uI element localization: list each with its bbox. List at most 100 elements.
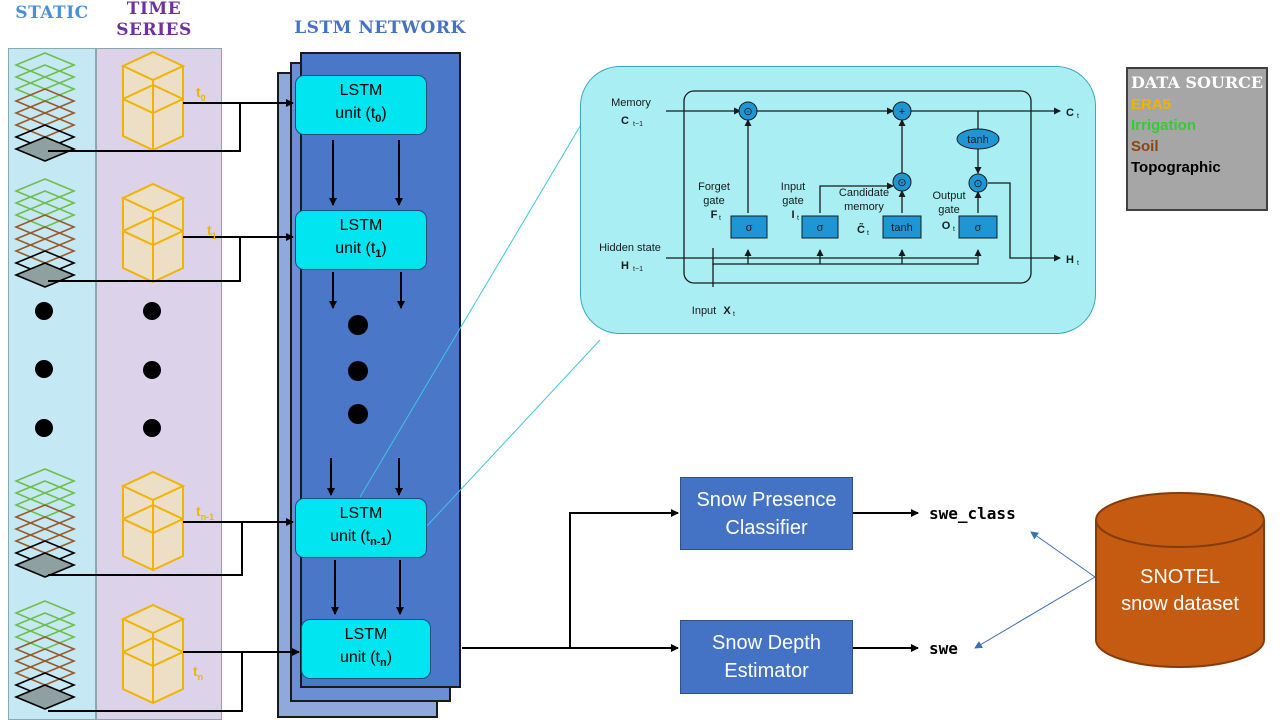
time-label-t0: t0 xyxy=(196,84,206,103)
recurrent-arrows xyxy=(327,140,405,615)
snotel-line-2: snow dataset xyxy=(1121,593,1239,615)
static-stack xyxy=(13,178,77,288)
lstm-unit-time-text: unit (t xyxy=(335,239,376,257)
cube-edge xyxy=(122,636,184,653)
static-layer xyxy=(13,202,77,228)
time-series-header: TIME SERIES xyxy=(100,0,208,41)
time-label-base: t xyxy=(196,84,201,100)
static-layer xyxy=(13,516,77,542)
forget-gate-symbol: F xyxy=(711,209,718,221)
static-layer xyxy=(13,178,77,204)
time-series-cube xyxy=(120,182,186,284)
static-layer xyxy=(13,226,77,252)
output-gate-label-1: Output xyxy=(932,190,965,202)
cube-edge xyxy=(122,503,184,520)
op-times-forget: ⊙ xyxy=(743,106,752,118)
lstm-unit-title: LSTM xyxy=(339,81,383,99)
lstm-unit-t0: LSTM unit (t0) xyxy=(295,75,427,135)
static-layer xyxy=(13,648,77,674)
lstm-unit-time-sub: 1 xyxy=(375,248,382,261)
output-connectors xyxy=(462,509,919,652)
time-series-cube xyxy=(120,50,186,152)
swe-output: swe xyxy=(929,639,958,658)
lstm-unit-time-sub: n-1 xyxy=(370,536,387,549)
static-layer xyxy=(13,600,77,626)
lstm-unit-time-text: unit (t xyxy=(335,104,376,122)
snotel-line-1: SNOTEL xyxy=(1139,566,1221,588)
snow-presence-classifier: Snow Presence Classifier xyxy=(680,477,853,550)
static-stack xyxy=(13,468,77,578)
candidate-label-1: Candidate xyxy=(839,187,889,199)
legend-item-soil: Soil xyxy=(1131,138,1159,155)
input-gate-symbol: I xyxy=(791,209,794,221)
static-layer xyxy=(13,492,77,518)
static-layer xyxy=(13,624,77,650)
time-label-sub: 1 xyxy=(211,230,217,241)
tanh-output: tanh xyxy=(967,134,988,146)
lstm-unit-time-close: ) xyxy=(386,648,393,666)
zoom-lines xyxy=(359,95,601,529)
hidden-sub: t−1 xyxy=(633,266,643,273)
snow-depth-estimator: Snow Depth Estimator xyxy=(680,620,853,694)
lstm-unit-time-text: unit (t xyxy=(339,648,380,666)
time-label-tn-1: tn-1 xyxy=(196,503,214,522)
lstm-unit-tn-1: LSTM unit (tn-1) xyxy=(295,498,427,558)
snotel-label: SNOTEL snow dataset xyxy=(1096,564,1264,618)
estimator-line-1: Snow Depth xyxy=(712,632,821,654)
static-layer xyxy=(13,660,77,686)
snotel-cylinder xyxy=(1095,492,1265,668)
ellipsis-dots xyxy=(35,302,368,437)
lstm-cell-diagram: ⊙ + ⊙ ⊙ σ σ tanh σ tanh Memory C t−1 Hid… xyxy=(599,90,1079,318)
cube-edge xyxy=(122,215,184,232)
lstm-unit-title: LSTM xyxy=(344,625,388,643)
time-series-cubes xyxy=(120,50,186,705)
data-source-legend: DATA SOURCE ERA5 Irrigation Soil Topogra… xyxy=(1126,67,1268,211)
input-connectors xyxy=(48,99,300,712)
static-layer xyxy=(13,214,77,240)
forget-gate-label-1: Forget xyxy=(698,181,730,193)
classifier-line-1: Snow Presence xyxy=(696,488,837,511)
cube-edge xyxy=(122,518,184,535)
cube-edge xyxy=(122,98,184,115)
static-layer xyxy=(13,552,77,578)
candidate-sub: t xyxy=(867,230,869,237)
input-label: Input xyxy=(692,305,716,317)
time-label-sub: n xyxy=(197,671,204,682)
out-h-sub: t xyxy=(1077,260,1079,267)
memory-label: Memory xyxy=(611,97,651,109)
cube-edge xyxy=(122,651,184,668)
static-layer xyxy=(13,480,77,506)
input-gate-label-1: Input xyxy=(781,181,805,193)
tanh-candidate: tanh xyxy=(891,222,912,234)
classifier-line-2: Classifier xyxy=(725,516,808,539)
lstm-unit-tn: LSTM unit (tn) xyxy=(301,619,431,679)
lstm-unit-time: unit (tn) xyxy=(302,646,430,675)
static-stack xyxy=(13,600,77,710)
static-layer xyxy=(13,76,77,102)
lstm-unit-title: LSTM xyxy=(339,504,383,522)
static-layer xyxy=(13,504,77,530)
lstm-unit-title: LSTM xyxy=(339,216,383,234)
op-plus: + xyxy=(899,106,905,118)
input-gate-sub: t xyxy=(797,215,799,222)
forget-gate-sub: t xyxy=(719,215,721,222)
static-layer xyxy=(13,238,77,264)
static-layer xyxy=(13,100,77,126)
time-series-cube xyxy=(120,603,186,705)
static-header: STATIC xyxy=(15,3,89,23)
candidate-symbol: C̃ xyxy=(857,223,865,236)
cube-edge xyxy=(122,83,184,100)
time-label-base: t xyxy=(193,663,198,679)
forget-gate-label-2: gate xyxy=(703,195,724,207)
static-layer xyxy=(13,636,77,662)
legend-item-era5: ERA5 xyxy=(1131,96,1172,113)
sigma-output: σ xyxy=(975,222,982,234)
snotel-arrows xyxy=(974,531,1096,649)
out-h-symbol: H xyxy=(1066,254,1074,266)
op-times-output: ⊙ xyxy=(973,178,982,190)
sigma-forget: σ xyxy=(746,222,753,234)
lstm-network-header: LSTM NETWORK xyxy=(294,18,466,38)
time-series-header-line2: SERIES xyxy=(116,20,192,40)
legend-item-topographic: Topographic xyxy=(1131,159,1221,176)
